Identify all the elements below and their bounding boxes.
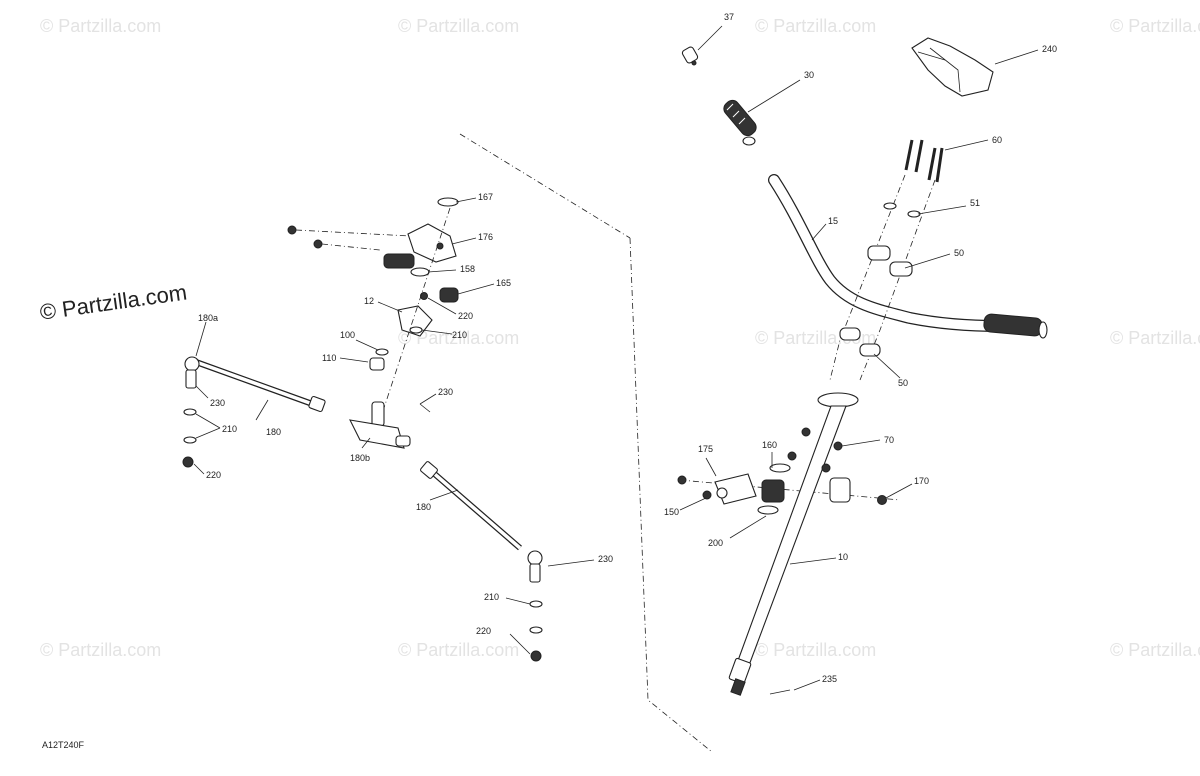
callout-200: 200 — [708, 538, 723, 548]
watermark: © Partzilla.com — [398, 640, 520, 660]
nut[interactable] — [287, 225, 297, 235]
callout-230-left: 230 — [210, 398, 225, 408]
callout-220-right: 220 — [476, 626, 491, 636]
watermark: © Partzilla.com — [755, 640, 877, 660]
leader-lines — [193, 25, 1039, 691]
washer[interactable] — [883, 202, 897, 210]
handlebar-clamp-lower[interactable] — [839, 327, 881, 357]
watermark: © Partzilla.com — [40, 640, 162, 660]
callout-230-right: 230 — [598, 554, 613, 564]
nut[interactable] — [313, 239, 323, 249]
watermark: © Partzilla.com — [398, 328, 520, 348]
reference-code: A12T240F — [42, 740, 85, 750]
callout-220-upper: 220 — [458, 311, 473, 321]
nut[interactable] — [420, 292, 428, 300]
bushing[interactable] — [383, 253, 430, 277]
callout-240: 240 — [1042, 44, 1057, 54]
washer[interactable] — [183, 436, 197, 444]
steering-bearing[interactable] — [757, 463, 791, 515]
steering-arm-support[interactable] — [397, 305, 433, 337]
nut[interactable] — [821, 463, 831, 473]
callout-30: 30 — [804, 70, 814, 80]
callout-180-right: 180 — [416, 502, 431, 512]
handlebar-grip[interactable] — [721, 98, 759, 146]
flanged-nut[interactable] — [877, 495, 887, 505]
callout-210-upper: 210 — [452, 330, 467, 340]
spacer[interactable] — [369, 357, 385, 371]
callout-15: 15 — [828, 216, 838, 226]
callout-labels: 37 30 240 60 51 15 50 50 70 170 175 160 … — [198, 12, 1057, 684]
callout-100: 100 — [340, 330, 355, 340]
tie-rod-left[interactable] — [184, 356, 326, 413]
washer[interactable] — [183, 408, 197, 416]
callout-180a: 180a — [198, 313, 218, 323]
bearing-cap[interactable] — [829, 477, 851, 503]
callout-50-lower: 50 — [898, 378, 908, 388]
callout-12: 12 — [364, 296, 374, 306]
tie-rod-right[interactable] — [420, 461, 543, 583]
washer[interactable] — [375, 348, 389, 356]
watermark: © Partzilla.com — [1110, 640, 1200, 660]
callout-235: 235 — [822, 674, 837, 684]
nut[interactable] — [787, 451, 797, 461]
watermark: © Partzilla.com — [1110, 16, 1200, 36]
callout-110: 110 — [322, 353, 336, 363]
column-support-upper[interactable] — [407, 223, 457, 263]
grip-end-plug[interactable] — [681, 46, 699, 66]
callout-210-right: 210 — [484, 592, 499, 602]
pitman-arm[interactable] — [349, 401, 411, 449]
callout-150: 150 — [664, 507, 679, 517]
callout-170: 170 — [914, 476, 929, 486]
handlebar[interactable] — [768, 174, 1048, 339]
nut[interactable] — [833, 441, 843, 451]
callout-60: 60 — [992, 135, 1002, 145]
callout-70: 70 — [884, 435, 894, 445]
watermark: © Partzilla.com — [40, 16, 162, 36]
clamp-bolts[interactable] — [904, 139, 944, 183]
handlebar-clamp-upper[interactable] — [867, 245, 913, 277]
washer[interactable] — [409, 326, 423, 334]
nut[interactable] — [182, 456, 194, 468]
callout-165: 165 — [496, 278, 511, 288]
callout-50-upper: 50 — [954, 248, 964, 258]
support-bolt[interactable] — [677, 475, 712, 500]
callout-180-left: 180 — [266, 427, 281, 437]
callout-230-upper: 230 — [438, 387, 453, 397]
nut[interactable] — [801, 427, 811, 437]
callout-37: 37 — [724, 12, 734, 22]
watermark: © Partzilla.com — [755, 16, 877, 36]
callout-210-left: 210 — [222, 424, 237, 434]
callout-220-left: 220 — [206, 470, 221, 480]
callout-167: 167 — [478, 192, 493, 202]
steering-column[interactable] — [728, 392, 859, 696]
bushing-half[interactable] — [439, 287, 459, 303]
cotter-pin[interactable] — [769, 689, 791, 695]
washer[interactable] — [529, 600, 543, 608]
callout-158: 158 — [460, 264, 475, 274]
handlebar-cover[interactable] — [911, 37, 994, 97]
callout-176: 176 — [478, 232, 493, 242]
watermark: © Partzilla.com — [398, 16, 520, 36]
watermark: © Partzilla.com — [1110, 328, 1200, 348]
callout-180b: 180b — [350, 453, 370, 463]
retaining-ring[interactable] — [437, 197, 459, 207]
bearing-support-bracket[interactable] — [714, 473, 757, 505]
nut[interactable] — [530, 650, 542, 662]
callout-10: 10 — [838, 552, 848, 562]
callout-51: 51 — [970, 198, 980, 208]
callout-175: 175 — [698, 444, 713, 454]
callout-160: 160 — [762, 440, 777, 450]
washer[interactable] — [529, 626, 543, 634]
